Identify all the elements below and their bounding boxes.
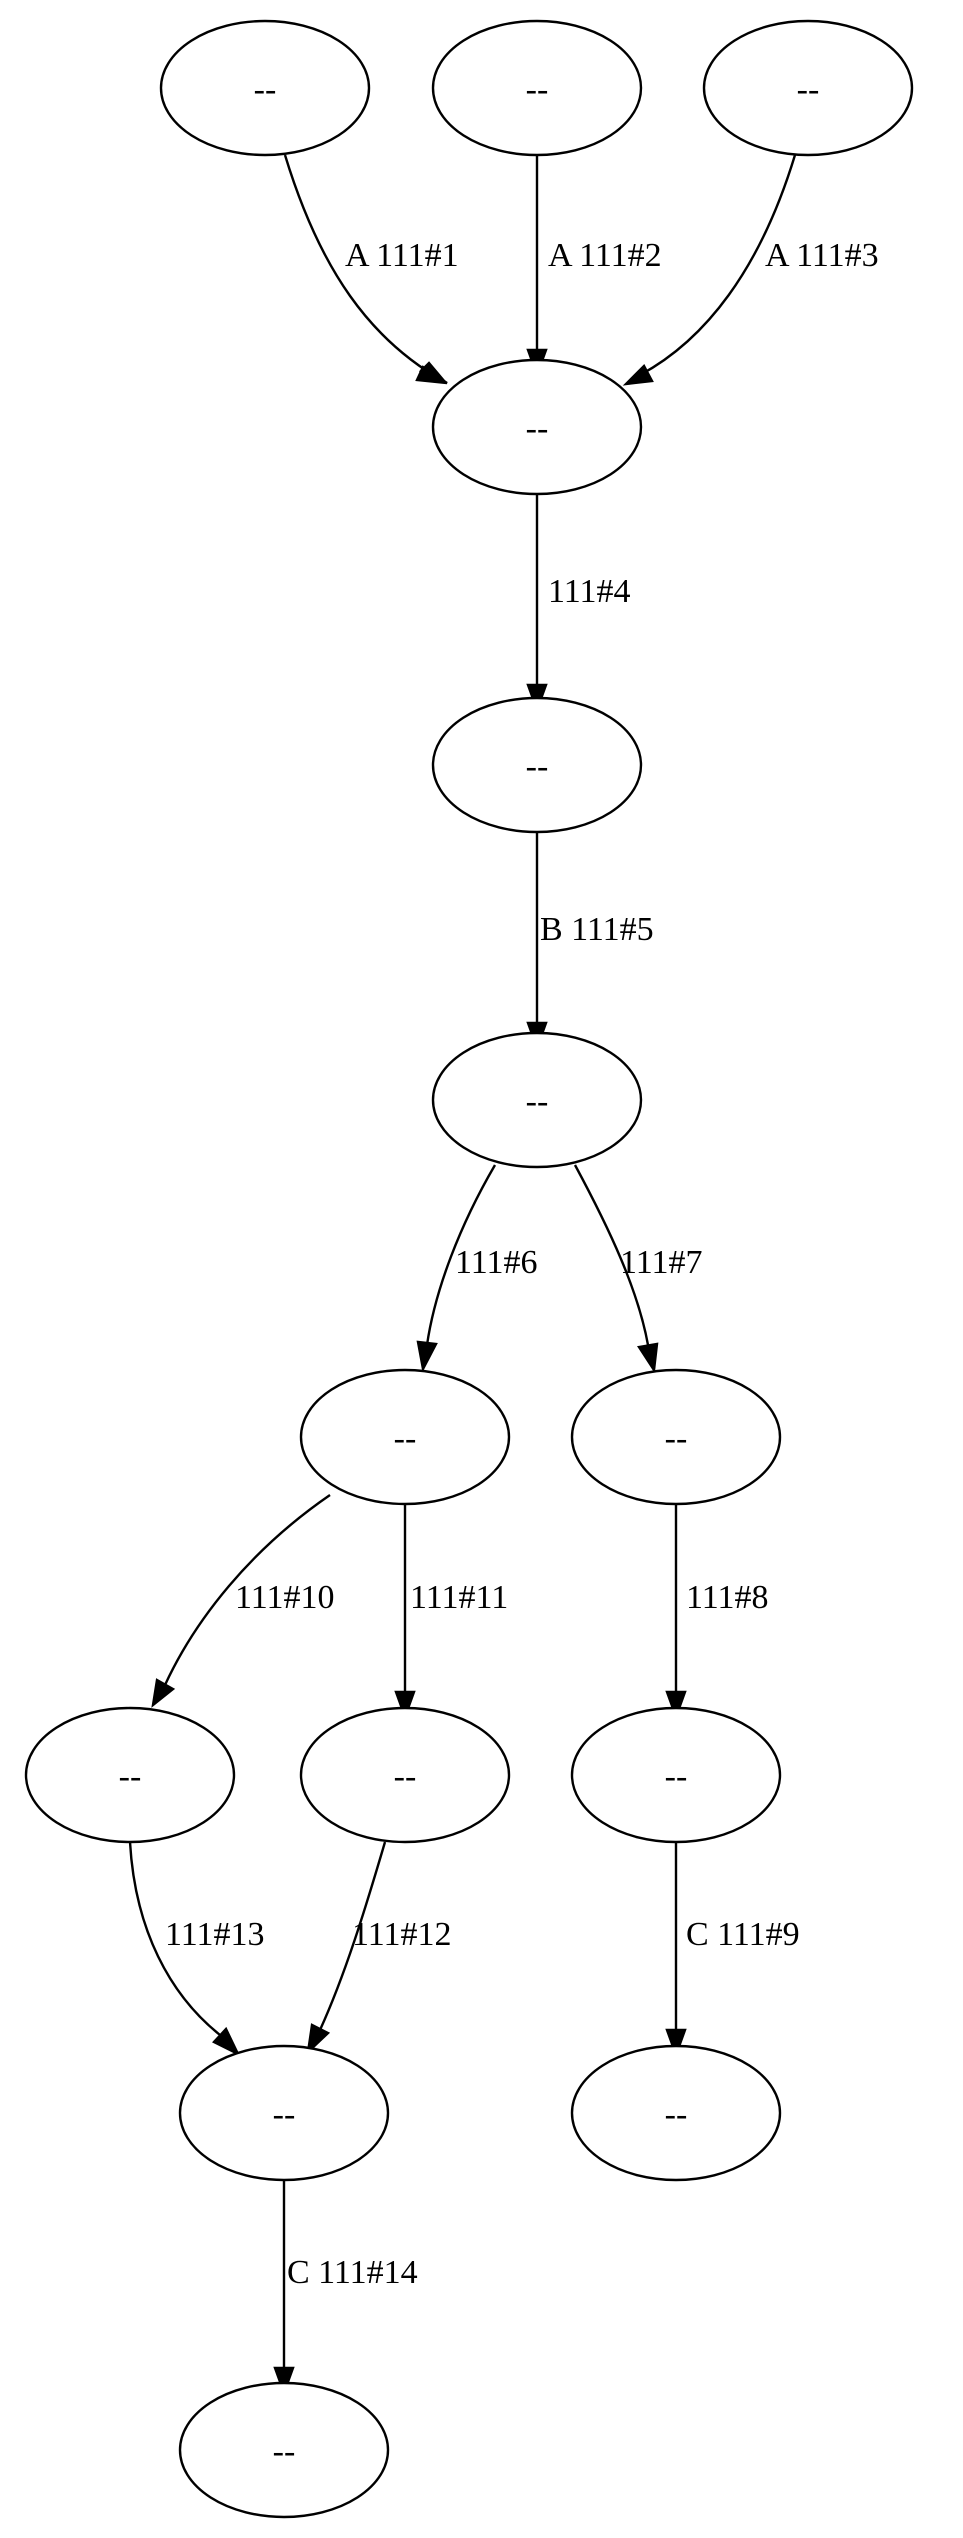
graph-node: -- — [431, 358, 643, 496]
edge-n5-n6: B 111#5 — [526, 833, 654, 1052]
svg-text:--: -- — [526, 1083, 549, 1120]
edge-label: 111#10 — [235, 1579, 334, 1616]
edge-n12-n13: C 111#14 — [273, 2180, 418, 2397]
edge-n9-n12: 111#13 — [128, 1841, 264, 2057]
edge-n10-n12: 111#12 — [306, 1841, 451, 2056]
edge-label: 111#6 — [455, 1244, 537, 1281]
svg-text:--: -- — [665, 1758, 688, 1795]
graph-node: -- — [570, 1368, 782, 1506]
edge-n6-n8: 111#7 — [573, 1164, 702, 1374]
graph-node: -- — [24, 1706, 236, 1844]
edge-n11-n14: C 111#9 — [665, 1842, 800, 2059]
svg-text:--: -- — [665, 2096, 688, 2133]
edge-n4-n5: 111#4 — [526, 495, 630, 714]
edge-label: 111#7 — [620, 1244, 702, 1281]
graph-node: -- — [178, 2044, 390, 2182]
edge-label: C 111#9 — [686, 1916, 800, 1953]
svg-text:--: -- — [394, 1758, 417, 1795]
graph-node: -- — [570, 2044, 782, 2182]
edge-label: C 111#14 — [287, 2254, 418, 2291]
svg-text:--: -- — [273, 2433, 296, 2470]
edge-n1-n4: A 111#1 — [283, 154, 459, 385]
edge-label: 111#4 — [548, 573, 630, 610]
edge-label: 111#8 — [686, 1579, 768, 1616]
edge-n7-n10: 111#11 — [394, 1505, 508, 1721]
svg-text:--: -- — [526, 748, 549, 785]
edge-label: 111#13 — [165, 1916, 264, 1953]
edge-label: A 111#2 — [548, 237, 662, 274]
edge-n8-n11: 111#8 — [665, 1505, 768, 1721]
graph-node: -- — [431, 19, 643, 157]
svg-text:--: -- — [797, 71, 820, 108]
edge-label: 111#11 — [410, 1579, 508, 1616]
edge-label: B 111#5 — [540, 911, 654, 948]
svg-text:--: -- — [254, 71, 277, 108]
graph-node: -- — [159, 19, 371, 157]
graph-node: -- — [299, 1368, 511, 1506]
graph-node: -- — [570, 1706, 782, 1844]
svg-text:--: -- — [119, 1758, 142, 1795]
edge-n6-n7: 111#6 — [416, 1164, 537, 1373]
edge-label: A 111#3 — [765, 237, 879, 274]
edge-n7-n9: 111#10 — [151, 1494, 334, 1708]
graph-node: -- — [299, 1706, 511, 1844]
edge-label: A 111#1 — [345, 237, 459, 274]
graph-node: -- — [702, 19, 914, 157]
graph-node: -- — [431, 1031, 643, 1169]
svg-text:--: -- — [665, 1420, 688, 1457]
svg-text:--: -- — [526, 71, 549, 108]
edge-n3-n4: A 111#3 — [622, 154, 879, 386]
graph-node: -- — [178, 2381, 390, 2519]
graph-node: -- — [431, 696, 643, 834]
svg-text:--: -- — [394, 1420, 417, 1457]
svg-text:--: -- — [526, 410, 549, 447]
edge-label: 111#12 — [352, 1916, 451, 1953]
svg-text:--: -- — [273, 2096, 296, 2133]
edge-n2-n4: A 111#2 — [526, 155, 662, 379]
